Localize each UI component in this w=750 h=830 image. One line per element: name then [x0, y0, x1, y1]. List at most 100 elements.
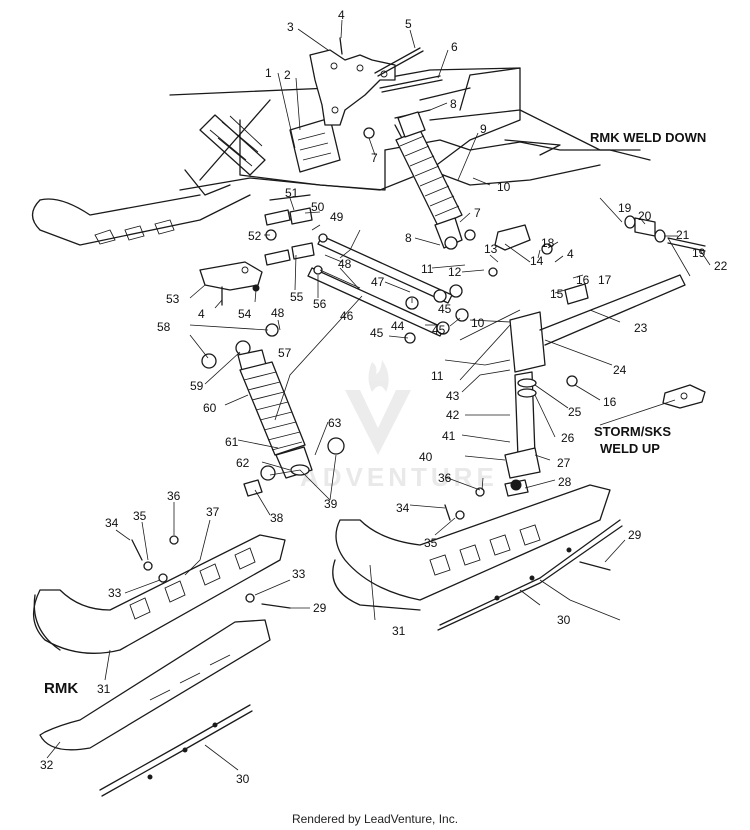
callout-12: 12	[448, 265, 462, 279]
callout-32: 32	[40, 758, 54, 772]
callout-8: 8	[405, 231, 412, 245]
callout-41: 41	[442, 429, 456, 443]
callout-46: 46	[340, 309, 354, 323]
callout-35: 35	[133, 509, 147, 523]
right-ski	[332, 484, 623, 631]
callout-53: 53	[166, 292, 180, 306]
callout-8: 8	[450, 97, 457, 111]
callout-6: 6	[451, 40, 458, 54]
callout-1: 1	[265, 66, 272, 80]
callout-36: 36	[438, 471, 452, 485]
callout-36: 36	[167, 489, 181, 503]
callout-50: 50	[311, 200, 325, 214]
callout-40: 40	[419, 450, 433, 464]
footer-credit: Rendered by LeadVenture, Inc.	[291, 812, 459, 826]
upper-shock	[363, 111, 463, 250]
callout-2: 2	[284, 68, 291, 82]
callout-29: 29	[628, 528, 642, 542]
watermark-text: ADVENTURE	[300, 462, 498, 492]
callout-4: 4	[198, 307, 205, 321]
callout-54: 54	[238, 307, 252, 321]
callout-47: 47	[371, 275, 385, 289]
callout-16: 16	[603, 395, 617, 409]
callout-19: 19	[618, 201, 632, 215]
callout-10: 10	[471, 316, 485, 330]
callout-49: 49	[330, 210, 344, 224]
callout-14: 14	[530, 254, 544, 268]
callout-37: 37	[206, 505, 220, 519]
callout-19: 19	[692, 246, 706, 260]
weld-bracket	[662, 384, 706, 409]
callout-52: 52	[248, 229, 262, 243]
callout-45: 45	[370, 326, 384, 340]
callout-23: 23	[634, 321, 648, 335]
callout-60: 60	[203, 401, 217, 415]
callout-21: 21	[676, 228, 690, 242]
callouts: 1 2 3 4 5 6 8 7 9 10 7 8 13 11 12 18 14 …	[40, 8, 728, 786]
callout-45: 45	[438, 302, 452, 316]
watermark-logo: ADVENTURE	[300, 360, 498, 492]
callout-20: 20	[638, 209, 652, 223]
rear-shock	[184, 99, 271, 196]
callout-7: 7	[474, 206, 481, 220]
callout-38: 38	[270, 511, 284, 525]
callout-3: 3	[287, 20, 294, 34]
callout-22: 22	[714, 259, 728, 273]
callout-51: 51	[285, 186, 299, 200]
callout-44: 44	[391, 319, 405, 333]
callout-18: 18	[541, 236, 555, 250]
callout-29: 29	[313, 601, 327, 615]
callout-34: 34	[105, 516, 119, 530]
callout-59: 59	[190, 379, 204, 393]
callout-26: 26	[561, 431, 575, 445]
spindle	[464, 224, 686, 497]
top-bracket	[309, 37, 443, 126]
callout-48: 48	[271, 306, 285, 320]
heading-weld-up: WELD UP	[600, 441, 660, 456]
callout-63: 63	[328, 416, 342, 430]
callout-11: 11	[431, 369, 444, 383]
callout-15: 15	[550, 287, 564, 301]
callout-58: 58	[157, 320, 171, 334]
callout-39: 39	[324, 497, 338, 511]
callout-33: 33	[292, 567, 306, 581]
callout-13: 13	[484, 242, 498, 256]
callout-33: 33	[108, 586, 122, 600]
callout-24: 24	[613, 363, 627, 377]
callout-31: 31	[97, 682, 111, 696]
callout-42: 42	[446, 408, 460, 422]
callout-9: 9	[480, 122, 487, 136]
callout-55: 55	[290, 290, 304, 304]
ski-hardware	[131, 479, 611, 609]
callout-10: 10	[497, 180, 511, 194]
callout-62: 62	[236, 456, 250, 470]
callout-43: 43	[446, 389, 460, 403]
chassis-frame	[169, 67, 651, 191]
callout-48: 48	[338, 257, 352, 271]
callout-61: 61	[225, 435, 239, 449]
callout-30: 30	[236, 772, 250, 786]
heading-rmk: RMK	[44, 680, 78, 697]
callout-25: 25	[568, 405, 582, 419]
heading-storm-sks: STORM/SKS	[594, 424, 671, 439]
leader-lines	[46, 19, 711, 771]
heading-rmk-weld-down: RMK WELD DOWN	[590, 130, 706, 145]
callout-17: 17	[598, 273, 612, 287]
callout-45: 45	[432, 323, 446, 337]
tie-rod-end	[624, 215, 706, 252]
radius-rods	[264, 194, 469, 344]
rmk-ski	[39, 619, 271, 797]
callout-27: 27	[557, 456, 571, 470]
front-shock	[201, 323, 345, 497]
callout-5: 5	[405, 17, 412, 31]
callout-11: 11	[421, 262, 434, 276]
background-ski	[31, 194, 251, 246]
bracket-53	[199, 261, 263, 306]
callout-4: 4	[338, 8, 345, 22]
callout-7: 7	[371, 151, 378, 165]
callout-30: 30	[557, 613, 571, 627]
callout-35: 35	[424, 536, 438, 550]
callout-57: 57	[278, 346, 292, 360]
left-ski	[33, 534, 286, 654]
